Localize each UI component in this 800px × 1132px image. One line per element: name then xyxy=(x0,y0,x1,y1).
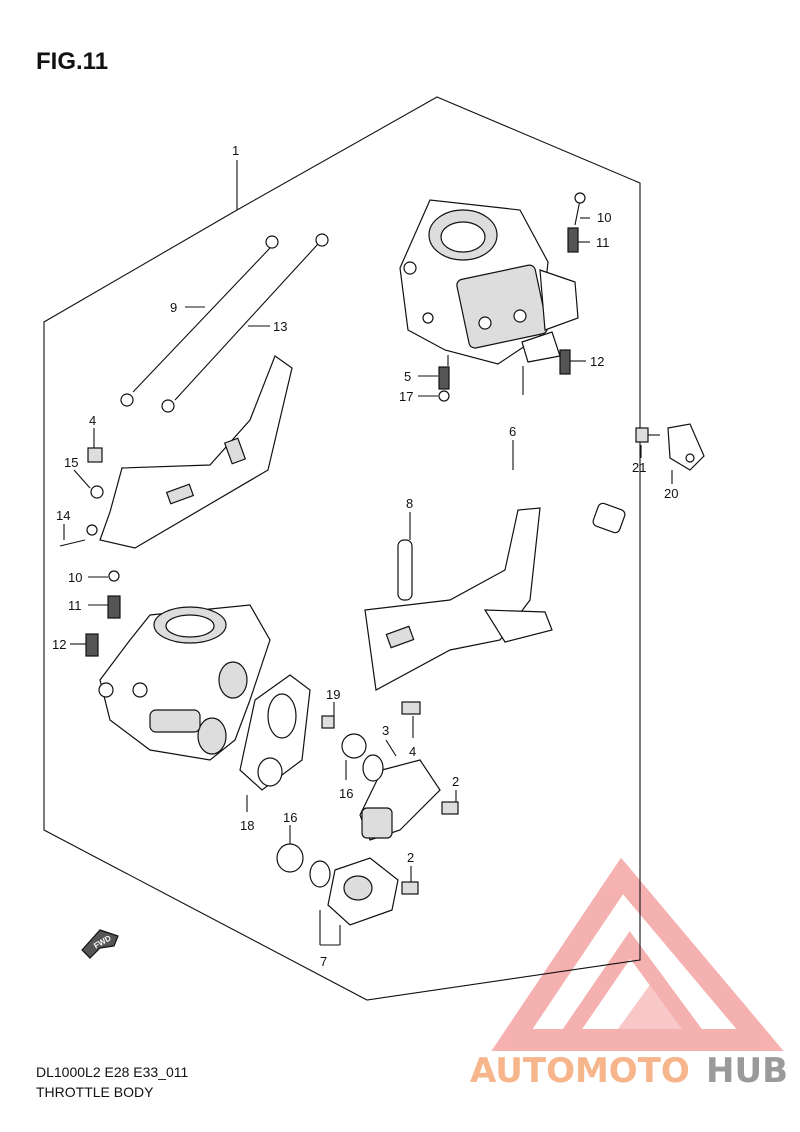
callout-9: 9 xyxy=(170,300,177,315)
callout-2-upper: 2 xyxy=(452,774,459,789)
fuel-hose-6 xyxy=(438,414,626,534)
springs xyxy=(85,227,579,657)
fwd-arrow-icon: FWD xyxy=(81,929,119,959)
callout-16-upper: 16 xyxy=(339,786,353,801)
callout-2-lower: 2 xyxy=(407,850,414,865)
callout-12-lower: 12 xyxy=(52,637,66,652)
callout-15: 15 xyxy=(64,455,78,470)
leader-lines xyxy=(63,160,673,946)
callout-13: 13 xyxy=(273,319,287,334)
watermark-logo xyxy=(491,857,784,1051)
clip-8 xyxy=(397,539,413,601)
callout-4-lower: 4 xyxy=(409,744,416,759)
bolt-21 xyxy=(635,427,660,443)
rod-9 xyxy=(120,235,279,407)
callout-11-upper: 11 xyxy=(596,235,610,250)
left-bracket xyxy=(86,355,293,549)
callout-14: 14 xyxy=(56,508,70,523)
rod-13 xyxy=(161,233,329,413)
watermark-wordmark: AUTOMOTO HUB xyxy=(470,1051,788,1091)
model-code: DL1000L2 E28 E33_011 xyxy=(36,1064,189,1080)
assembly-boundary xyxy=(43,96,641,1001)
sensor-7 xyxy=(327,857,399,926)
right-bracket xyxy=(364,507,553,691)
bracket-20 xyxy=(667,423,705,471)
callout-10-upper: 10 xyxy=(597,210,611,225)
callout-11-lower: 11 xyxy=(68,598,82,613)
callout-6: 6 xyxy=(509,424,516,439)
callout-7: 7 xyxy=(320,954,327,969)
figure-title: FIG.11 xyxy=(36,48,109,75)
screws-upper xyxy=(59,192,586,582)
screws-lower xyxy=(321,701,459,895)
gasket-18 xyxy=(239,674,311,791)
callout-20: 20 xyxy=(664,486,678,501)
callout-16-lower: 16 xyxy=(283,810,297,825)
o-rings xyxy=(276,733,384,888)
callout-12-upper: 12 xyxy=(590,354,604,369)
sensor-3 xyxy=(359,759,441,841)
lower-throttle-body xyxy=(98,604,271,761)
callout-1: 1 xyxy=(232,143,239,158)
watermark-text-hub: HUB xyxy=(706,1051,788,1091)
callout-18: 18 xyxy=(240,818,254,833)
callout-19: 19 xyxy=(326,687,340,702)
callout-21: 21 xyxy=(632,460,646,475)
callout-10-lower: 10 xyxy=(68,570,82,585)
callout-3: 3 xyxy=(382,723,389,738)
callout-labels: 1 9 13 4 15 14 10 11 12 5 17 6 21 20 8 1… xyxy=(52,143,678,969)
callout-5: 5 xyxy=(404,369,411,384)
callout-4-upper: 4 xyxy=(89,413,96,428)
callout-17: 17 xyxy=(399,389,413,404)
watermark-text-automoto: AUTOMOTO xyxy=(470,1051,690,1091)
upper-throttle-body xyxy=(399,199,579,365)
assembly-name: THROTTLE BODY xyxy=(36,1084,154,1100)
callout-8: 8 xyxy=(406,496,413,511)
